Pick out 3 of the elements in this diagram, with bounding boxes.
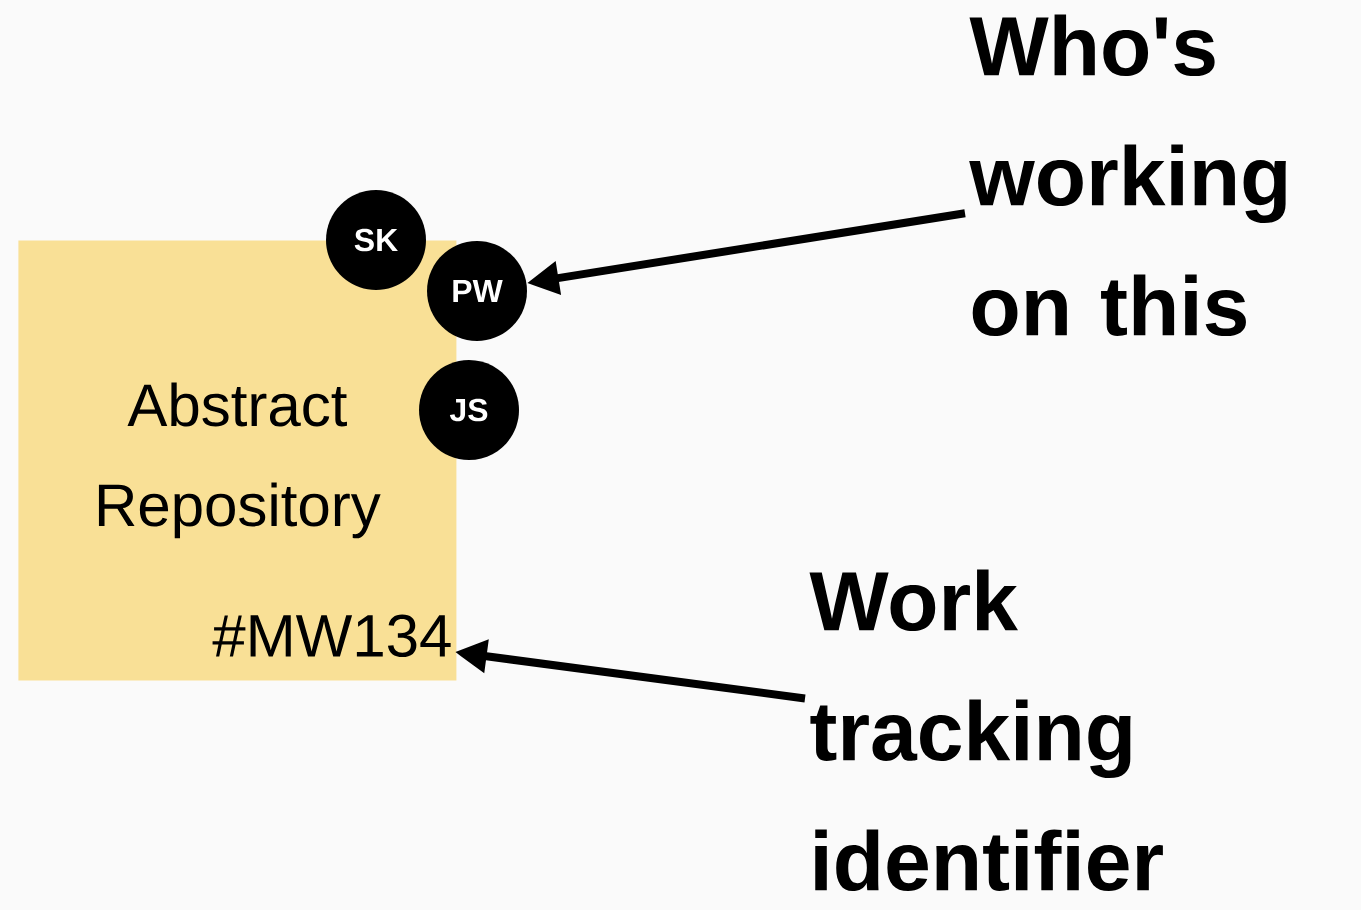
callout-text: Work tracking identifier (809, 569, 1163, 892)
identifier-text: #MW134 (212, 614, 451, 658)
callout-text: Who's working on this (969, 14, 1286, 337)
